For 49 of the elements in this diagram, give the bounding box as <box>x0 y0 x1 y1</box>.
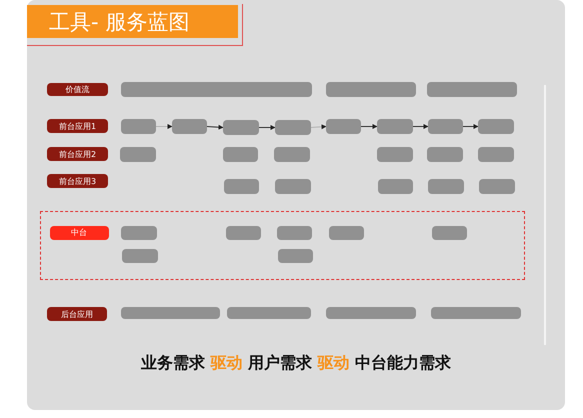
process-box <box>377 147 413 162</box>
arrow <box>206 124 224 130</box>
arrow <box>412 124 428 129</box>
process-box <box>224 179 259 194</box>
arrow <box>360 124 378 129</box>
process-box <box>326 119 361 134</box>
process-box <box>432 226 466 240</box>
process-box <box>120 226 156 240</box>
row-label: 前台应用2 <box>47 147 108 161</box>
process-box <box>478 147 514 162</box>
process-box <box>428 119 463 134</box>
process-box <box>478 119 514 134</box>
process-box <box>121 119 156 134</box>
process-box <box>223 147 258 162</box>
process-box <box>276 226 312 240</box>
row-label: 价值流 <box>47 83 108 96</box>
arrow <box>258 125 276 130</box>
process-box <box>226 226 260 240</box>
process-box <box>427 147 463 162</box>
process-box <box>223 120 259 135</box>
process-box <box>427 82 517 97</box>
process-box <box>278 248 312 262</box>
process-box <box>328 226 364 240</box>
process-box <box>275 120 311 135</box>
process-box <box>121 82 312 97</box>
process-box <box>122 248 158 262</box>
process-box <box>120 147 156 162</box>
process-box <box>326 307 416 319</box>
row-label: 中台 <box>50 226 108 240</box>
process-box <box>431 307 521 319</box>
process-box <box>428 179 464 194</box>
caption: 业务需求 驱动 用户需求 驱动 中台能力需求 <box>140 353 452 374</box>
process-box <box>479 179 515 194</box>
row-label: 后台应用 <box>47 307 107 321</box>
title-banner: 工具- 服务蓝图 <box>27 5 238 38</box>
process-box <box>275 179 311 194</box>
process-box <box>121 307 220 319</box>
process-box <box>377 119 413 134</box>
arrow <box>310 124 326 130</box>
process-box <box>172 119 207 134</box>
row-label: 前台应用3 <box>47 174 108 188</box>
process-box <box>274 147 310 162</box>
process-box <box>326 82 416 97</box>
dashed-frame <box>40 211 525 280</box>
arrow <box>462 124 478 129</box>
process-box <box>378 179 413 194</box>
row-label: 前台应用1 <box>47 119 108 133</box>
arrow <box>156 124 172 129</box>
process-box <box>227 307 311 319</box>
